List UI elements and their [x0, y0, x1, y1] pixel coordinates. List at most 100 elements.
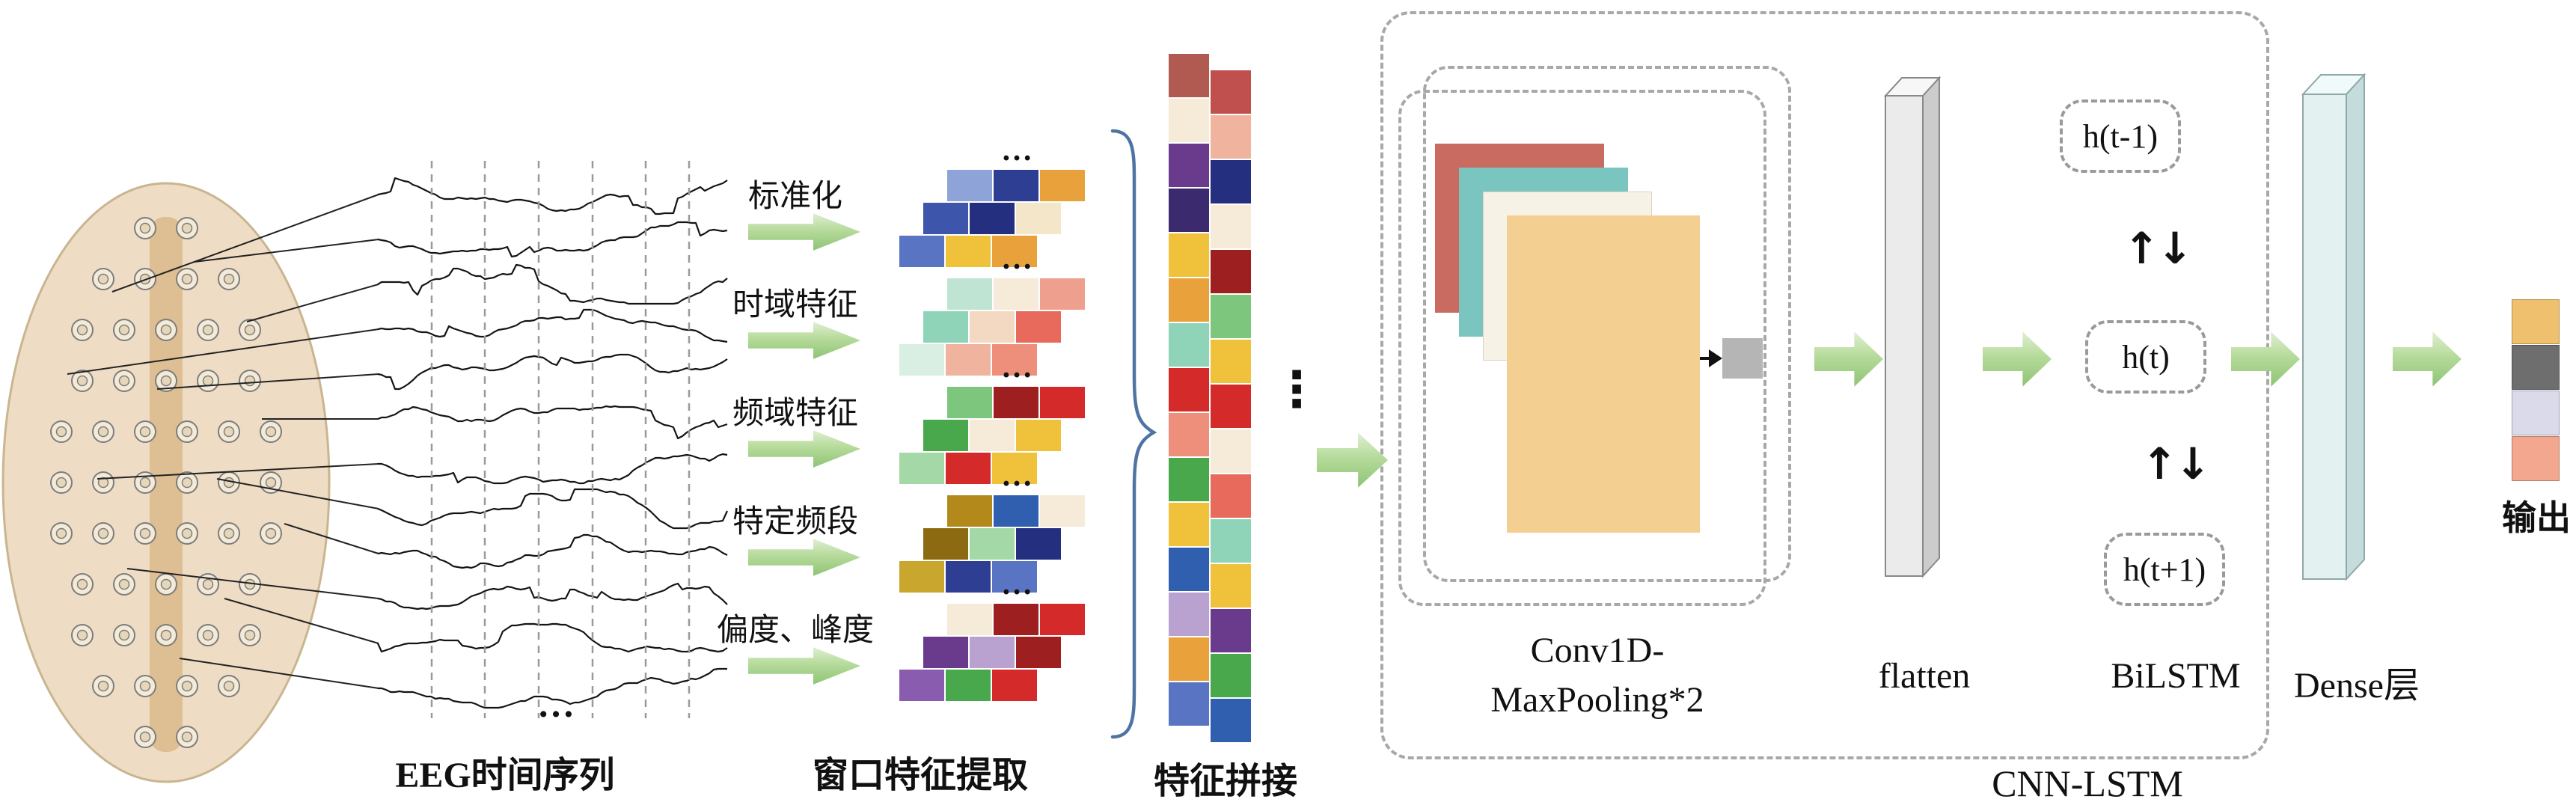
feature-tile: [1038, 385, 1086, 420]
feature-tile: [946, 494, 994, 528]
eeg-waveform-row: [378, 667, 727, 709]
dense-label: Dense层: [2294, 666, 2420, 706]
eeg-waveform-row: [377, 308, 728, 343]
caption-concat: 特征拼接: [1153, 762, 1298, 801]
feature-tile: [1015, 201, 1062, 236]
feature-tile: [946, 277, 994, 311]
feature-tile: [922, 201, 970, 236]
feature-tile: [991, 560, 1038, 594]
feature-tile: [992, 602, 1040, 637]
output-block: [2512, 436, 2560, 481]
concat-tile: [1209, 652, 1252, 699]
flatten-bar: [1883, 76, 1942, 578]
eeg-waveform-row: [378, 453, 728, 485]
eeg-waveform-row: [377, 582, 728, 610]
concat-tile: [1209, 203, 1252, 250]
eeg-ellipsis: …: [537, 683, 578, 725]
concat-tile: [1209, 159, 1252, 205]
eeg-waveforms: [376, 177, 728, 709]
eeg-waveform-row: [377, 353, 728, 391]
output-block: [2512, 391, 2560, 435]
feature-tile: [898, 234, 946, 269]
feature-tile: [1038, 168, 1086, 203]
feature-tile: [968, 635, 1016, 670]
updown-arrows-icon-bottom: ↑↓: [2141, 438, 2211, 489]
concat-tile: [1167, 681, 1211, 727]
eeg-waveform-row: [377, 533, 728, 569]
cluster-dots: …: [1001, 459, 1032, 493]
concat-tile: [1209, 69, 1252, 115]
feature-tile: [922, 527, 970, 561]
bilstm-hidden-next: h(t+1): [2104, 533, 2225, 606]
caption-window-extract: 窗口特征提取: [812, 756, 1029, 795]
concat-tile: [1167, 142, 1211, 189]
output-block: [2512, 345, 2560, 390]
feature-tile: [992, 385, 1040, 420]
feature-tile: [922, 418, 970, 453]
feature-label: 频域特征: [732, 397, 858, 431]
feature-tile: [898, 560, 946, 594]
feature-tile: [968, 201, 1016, 236]
feature-tile: [944, 668, 992, 703]
feature-tile: [968, 310, 1016, 344]
concat-tile: [1167, 322, 1211, 368]
eeg-waveform-row: [377, 221, 728, 258]
conv-feature-map-4: [1507, 215, 1700, 533]
concat-tile: [1167, 97, 1211, 144]
feature-label: 特定频段: [732, 505, 858, 539]
feature-tile: [1015, 310, 1062, 344]
concat-tile: [1167, 456, 1211, 503]
concat-tile: [1167, 232, 1211, 278]
concat-tile: [1167, 187, 1211, 233]
concat-tile: [1167, 546, 1211, 593]
feature-tile: [991, 451, 1038, 486]
flatten-label: flatten: [1878, 656, 1971, 696]
updown-arrows-icon-top: ↑↓: [2123, 223, 2193, 274]
concat-tile: [1167, 52, 1211, 99]
output-block: [2512, 299, 2560, 344]
feature-tile: [944, 343, 992, 377]
dense-bar: [2301, 73, 2367, 581]
feature-tile: [944, 560, 992, 594]
feature-tile: [968, 418, 1016, 453]
concat-tile: [1209, 473, 1252, 519]
concat-tile: [1167, 367, 1211, 413]
concat-tile: [1209, 607, 1252, 654]
feature-tile: [991, 668, 1038, 703]
feature-tile: [944, 451, 992, 486]
cluster-dots: …: [1001, 567, 1032, 602]
eeg-waveform-row: [377, 177, 728, 215]
output-label: 输出: [2502, 499, 2571, 537]
feature-tile: [946, 168, 994, 203]
feature-tile: [991, 343, 1038, 377]
feature-label: 标准化: [747, 180, 842, 214]
feature-tile: [992, 277, 1040, 311]
feature-tile: [898, 451, 946, 486]
caption-cnn-lstm: CNN-LSTM: [1992, 762, 2183, 804]
concat-tile: [1209, 383, 1252, 429]
bilstm-label: BiLSTM: [2111, 656, 2241, 696]
cnn-lstm-box: [1380, 11, 2269, 759]
concat-tile: [1209, 248, 1252, 295]
concat-tile: [1209, 697, 1252, 744]
feature-tile: [946, 385, 994, 420]
conv-box-back: [1423, 66, 1791, 582]
concat-tile: [1209, 518, 1252, 564]
feature-tile: [992, 168, 1040, 203]
concat-vertical-ellipsis: ⋮: [1272, 361, 1321, 418]
feature-tile: [922, 635, 970, 670]
feature-label: 时域特征: [732, 288, 858, 322]
feature-tile: [898, 343, 946, 377]
feature-label: 偏度、峰度: [717, 613, 875, 648]
concat-tile: [1167, 501, 1211, 548]
feature-tile: [944, 234, 992, 269]
eeg-waveform-row: [377, 263, 728, 305]
feature-tile: [946, 602, 994, 637]
concat-tile: [1209, 428, 1252, 474]
feature-tile: [922, 310, 970, 344]
conv-box-front: [1398, 90, 1766, 606]
cluster-dots: …: [1001, 242, 1032, 276]
concat-tile: [1167, 411, 1211, 458]
brace-icon: [1110, 129, 1157, 739]
